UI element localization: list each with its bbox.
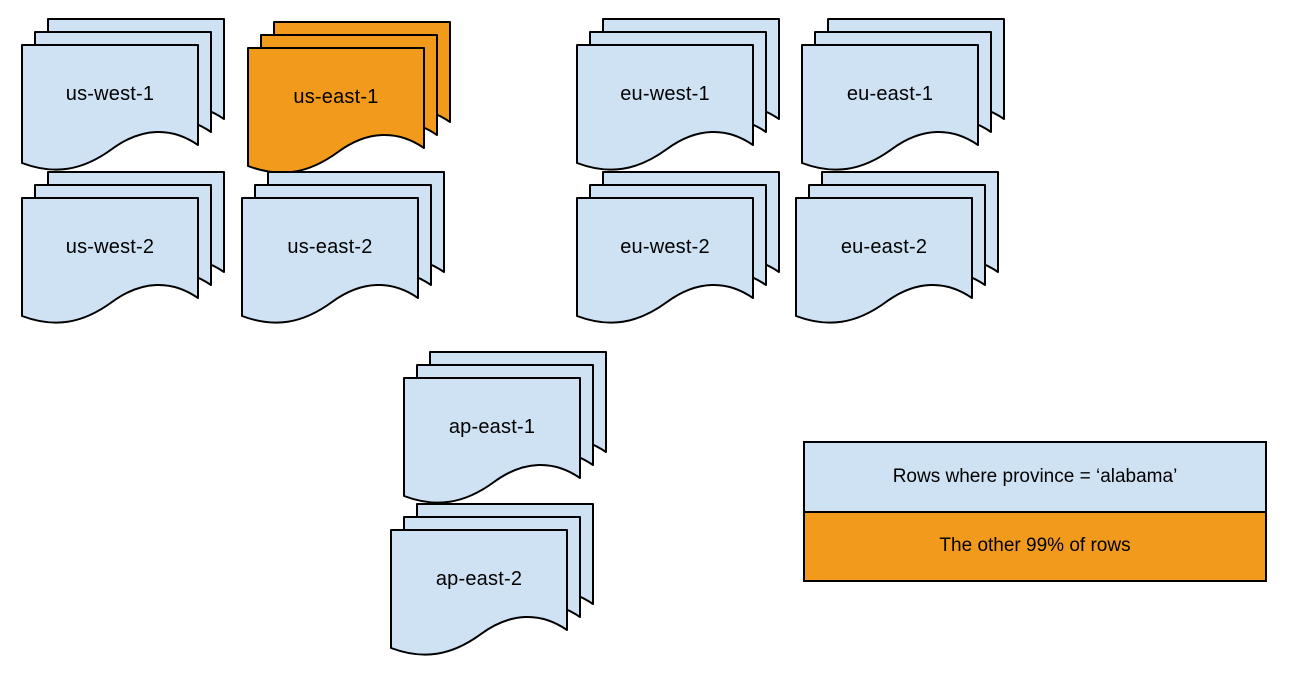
document-shape-front (390, 529, 568, 656)
region-stack-us-west-2: us-west-2 (20, 170, 225, 330)
legend: Rows where province = ‘alabama’ The othe… (803, 441, 1267, 582)
document-shape-front (801, 44, 979, 171)
region-stack-us-east-1: us-east-1 (246, 20, 451, 180)
region-stack-ap-east-1: ap-east-1 (402, 350, 607, 510)
region-stack-eu-west-2: eu-west-2 (575, 170, 780, 330)
region-stack-eu-east-1: eu-east-1 (800, 17, 1005, 177)
legend-item-label: Rows where province = ‘alabama’ (892, 465, 1178, 487)
document-shape-front (247, 47, 425, 174)
region-stack-us-east-2: us-east-2 (240, 170, 445, 330)
legend-item-other-rows: The other 99% of rows (805, 512, 1265, 580)
document-shape-front (241, 197, 419, 324)
region-stack-eu-east-2: eu-east-2 (794, 170, 999, 330)
document-shape-front (795, 197, 973, 324)
region-stack-ap-east-2: ap-east-2 (389, 502, 594, 662)
document-shape-front (576, 44, 754, 171)
region-stack-us-west-1: us-west-1 (20, 17, 225, 177)
document-shape-front (21, 44, 199, 171)
legend-item-alabama-rows: Rows where province = ‘alabama’ (805, 443, 1265, 513)
document-shape-front (21, 197, 199, 324)
region-stack-eu-west-1: eu-west-1 (575, 17, 780, 177)
document-shape-front (576, 197, 754, 324)
legend-item-label: The other 99% of rows (939, 535, 1131, 557)
document-shape-front (403, 377, 581, 504)
